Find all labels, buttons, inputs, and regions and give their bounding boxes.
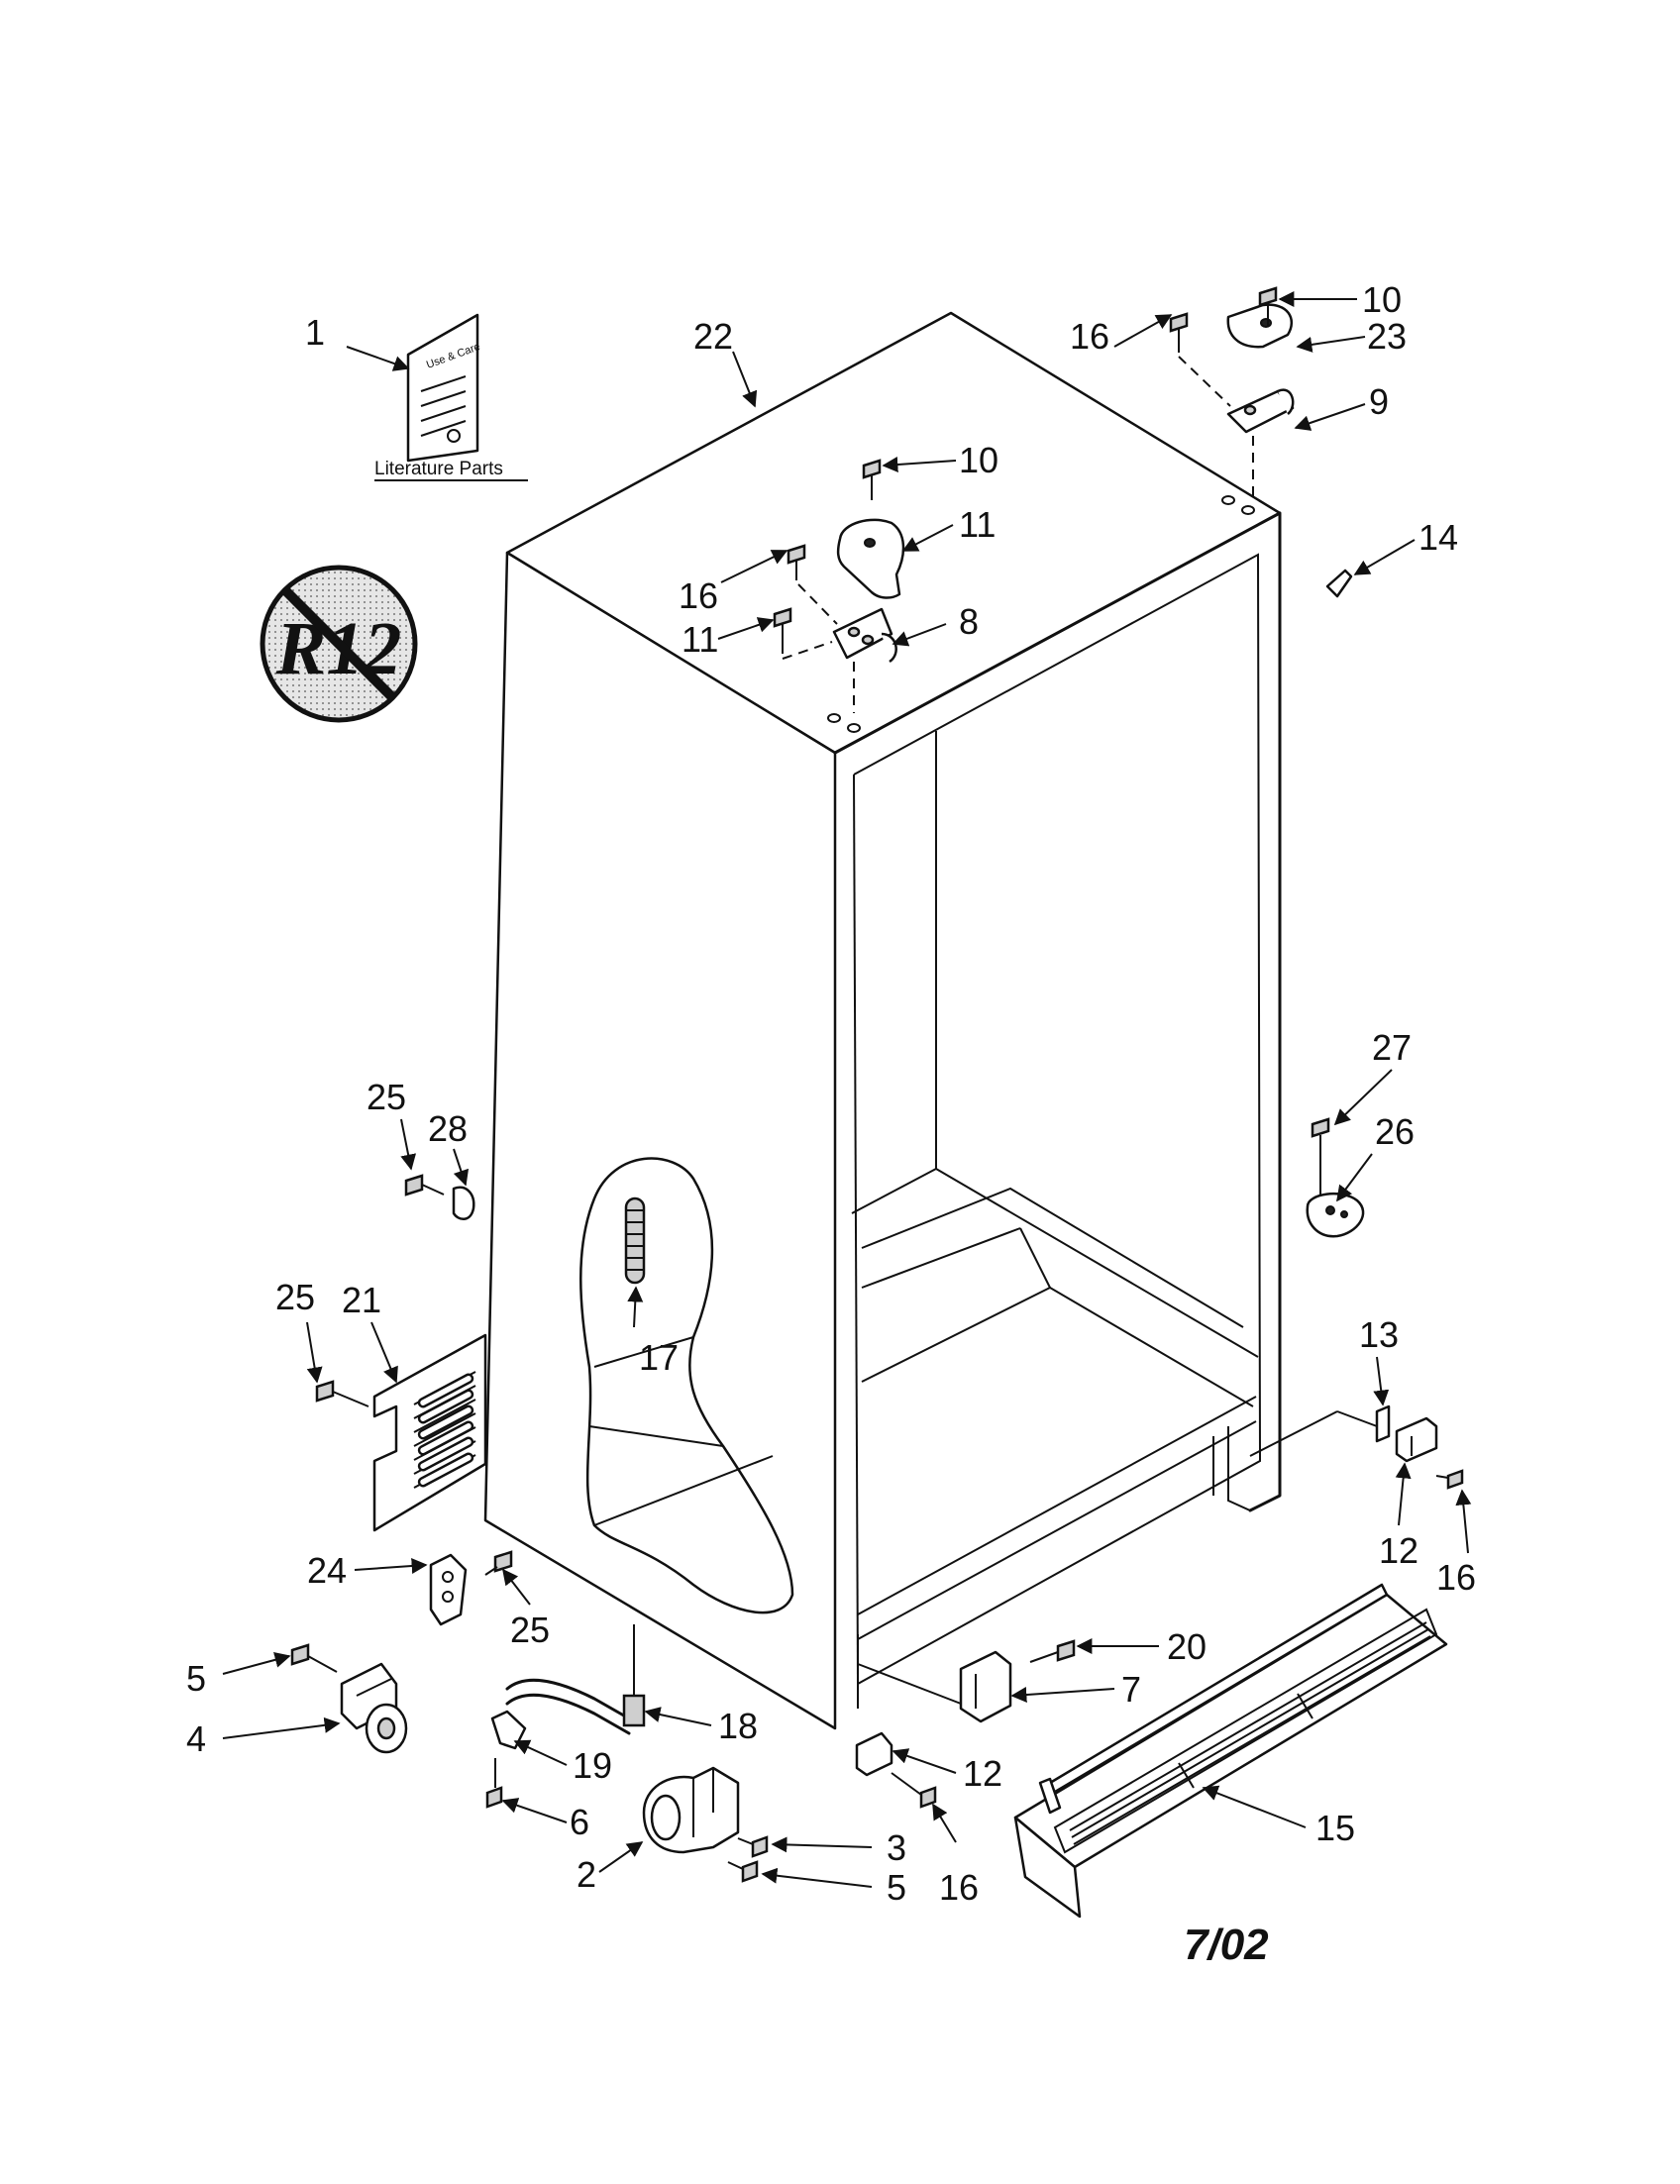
- callout-24: 24: [307, 1550, 347, 1591]
- callout-10-top: 10: [1362, 279, 1402, 320]
- bracket-7: [959, 1650, 1012, 1723]
- screw-5-left: [290, 1643, 338, 1673]
- callout-9: 9: [1369, 381, 1389, 422]
- screw-10-top-right: [1258, 286, 1278, 327]
- callout-25-lower: 25: [510, 1610, 550, 1650]
- callout-3: 3: [887, 1827, 906, 1868]
- literature-booklet: Use & Care Literature Parts: [374, 313, 528, 481]
- bottom-hinge-right: [1395, 1416, 1438, 1463]
- callout-17: 17: [639, 1337, 679, 1378]
- callout-8: 8: [959, 601, 979, 642]
- callout-28: 28: [428, 1108, 468, 1149]
- callout-5-front: 5: [887, 1867, 906, 1908]
- water-tube-coil: [624, 1196, 646, 1285]
- callout-20: 20: [1167, 1626, 1207, 1667]
- roller-4: [340, 1662, 408, 1754]
- screw-11-center: [773, 607, 792, 654]
- grille-louvers: [1069, 1621, 1431, 1845]
- callout-21: 21: [342, 1280, 381, 1320]
- no-r12-symbol: R12: [260, 565, 418, 723]
- plug-28: [452, 1186, 475, 1220]
- callout-26: 26: [1375, 1111, 1415, 1152]
- screw-25-lower: [484, 1550, 513, 1576]
- callout-15: 15: [1315, 1808, 1355, 1848]
- leader-arrows: [222, 291, 1472, 1888]
- callout-27: 27: [1372, 1027, 1412, 1068]
- clamp-19: [490, 1710, 527, 1750]
- callout-13: 13: [1359, 1314, 1399, 1355]
- screw-5-front: [727, 1860, 759, 1883]
- plug-14: [1325, 569, 1353, 598]
- callout-23: 23: [1367, 316, 1407, 357]
- callout-4: 4: [186, 1718, 206, 1759]
- callout-16-top: 16: [1070, 316, 1109, 357]
- callout-25-middle: 25: [275, 1277, 315, 1317]
- upper-hinge-right: [1226, 388, 1295, 434]
- callout-11-cover: 11: [959, 504, 996, 545]
- callout-19: 19: [573, 1745, 612, 1786]
- bracket-24: [429, 1553, 468, 1626]
- shim-13: [1375, 1404, 1391, 1443]
- callout-2: 2: [577, 1854, 596, 1895]
- bracket-26: [1306, 1193, 1365, 1238]
- screw-16-bottom: [891, 1772, 937, 1809]
- upper-hinge-center: [832, 607, 897, 664]
- callout-11-screw: 11: [682, 619, 718, 660]
- vent-slots: [417, 1373, 474, 1488]
- screw-16-center: [787, 544, 806, 580]
- callout-12-right: 12: [1379, 1530, 1418, 1571]
- water-tube-18: [505, 1624, 646, 1735]
- callout-25-upper: 25: [367, 1077, 406, 1117]
- callout-16-front: 16: [939, 1867, 979, 1908]
- screw-25-upper: [404, 1174, 445, 1196]
- callout-5-left: 5: [186, 1658, 206, 1699]
- callout-7: 7: [1121, 1669, 1141, 1710]
- screw-20: [1029, 1639, 1076, 1663]
- callout-6: 6: [570, 1802, 589, 1842]
- refrigerator-cabinet: [483, 311, 1282, 1730]
- front-roller-2: [642, 1766, 740, 1854]
- callout-12-center: 12: [963, 1753, 1002, 1794]
- screw-27: [1311, 1117, 1330, 1198]
- toe-grille-15: [1013, 1583, 1448, 1919]
- literature-parts-label: Literature Parts: [374, 459, 503, 479]
- callout-numbers: 1 22 10 16 23 9 10 11 16 11 8 14 27 26 2…: [186, 279, 1476, 1908]
- callout-16-right: 16: [1436, 1557, 1476, 1598]
- access-cover-21: [372, 1333, 487, 1532]
- callout-16-center: 16: [679, 575, 718, 616]
- callout-14: 14: [1418, 517, 1458, 558]
- hinge-cover-center: [836, 518, 905, 599]
- callout-22: 22: [693, 316, 733, 357]
- screw-16-top-right: [1169, 312, 1189, 353]
- bottom-hinge-12: [855, 1731, 893, 1777]
- screw-3: [737, 1835, 769, 1858]
- screw-6: [485, 1758, 503, 1809]
- callout-10-center: 10: [959, 440, 998, 480]
- hinge-cover-right: [1226, 303, 1294, 349]
- screw-25-middle: [315, 1380, 369, 1407]
- callout-18: 18: [718, 1706, 758, 1746]
- callout-1: 1: [305, 312, 325, 353]
- date-code: 7/02: [1184, 1921, 1269, 1969]
- screw-10-center: [862, 459, 882, 500]
- screw-16-bottom-right: [1435, 1469, 1464, 1490]
